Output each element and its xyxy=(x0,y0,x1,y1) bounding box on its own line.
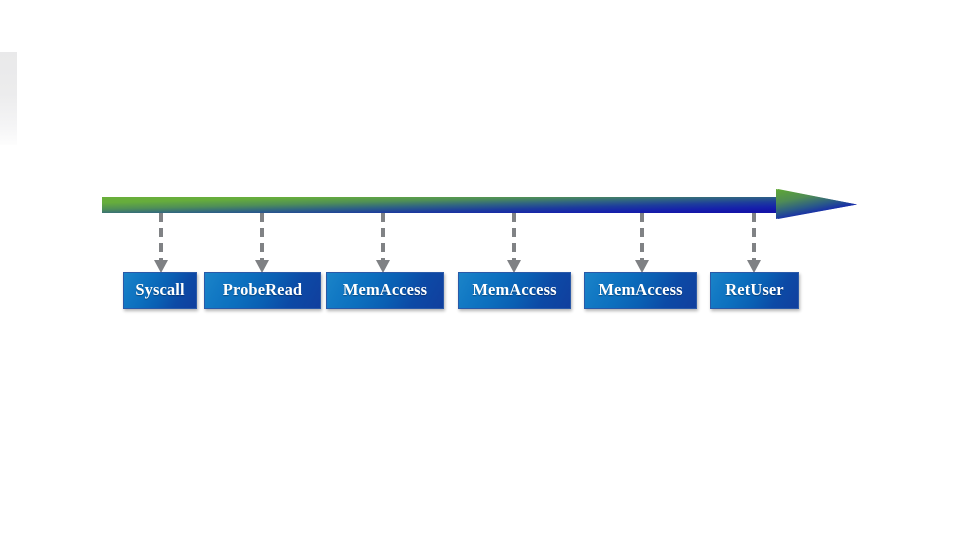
stage-box-memaccess-2[interactable]: MemAccess xyxy=(458,272,571,309)
stage-box-memaccess-3[interactable]: MemAccess xyxy=(584,272,697,309)
dashed-line xyxy=(752,213,756,260)
left-edge-shading xyxy=(0,52,17,145)
stage-box-label: MemAccess xyxy=(472,280,557,300)
arrowhead-down-icon xyxy=(255,260,269,273)
stage-box-label: RetUser xyxy=(725,280,784,300)
arrowhead-down-icon xyxy=(376,260,390,273)
stage-box-label: MemAccess xyxy=(598,280,683,300)
stage-box-syscall[interactable]: Syscall xyxy=(123,272,197,309)
connector-1 xyxy=(154,213,168,275)
dashed-line xyxy=(159,213,163,260)
stage-box-label: MemAccess xyxy=(342,280,428,300)
arrowhead-down-icon xyxy=(747,260,761,273)
arrowhead-down-icon xyxy=(154,260,168,273)
connector-4 xyxy=(507,213,521,275)
stage-box-memaccess-1[interactable]: MemAccess xyxy=(326,272,444,309)
dashed-line xyxy=(381,213,385,260)
connector-6 xyxy=(747,213,761,275)
connector-3 xyxy=(376,213,390,275)
stage-box-retuser[interactable]: RetUser xyxy=(710,272,799,309)
arrowhead-down-icon xyxy=(635,260,649,273)
dashed-line xyxy=(260,213,264,260)
dashed-line xyxy=(640,213,644,260)
time-axis-arrow-graphic xyxy=(102,189,857,219)
stage-box-label: ProbeRead xyxy=(222,280,303,300)
dashed-line xyxy=(512,213,516,260)
stage-box-label: Syscall xyxy=(135,280,185,300)
stage-box-proberead[interactable]: ProbeRead xyxy=(204,272,321,309)
connector-2 xyxy=(255,213,269,275)
time-axis-arrow xyxy=(100,186,860,222)
connector-5 xyxy=(635,213,649,275)
arrowhead-down-icon xyxy=(507,260,521,273)
